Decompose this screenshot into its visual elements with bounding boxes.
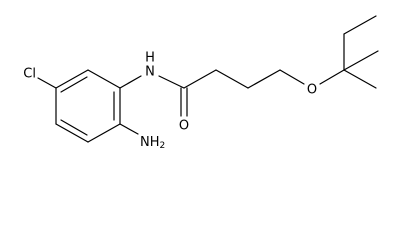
ring-bond — [87, 123, 121, 143]
amino-group-label: NH2 — [140, 135, 165, 152]
ethyl-bond — [343, 15, 377, 35]
ring-bond — [87, 69, 121, 89]
amino-nh-text: NH — [140, 135, 160, 150]
ring-bond — [55, 69, 89, 89]
chain-bond — [183, 69, 217, 89]
c-cl-bond — [37, 77, 57, 89]
atom-labels: Cl N H O O NH2 — [23, 51, 317, 152]
chain-bond — [215, 69, 249, 89]
quaternary-c-methyl-bond — [343, 50, 379, 71]
ring-double-bond-inner — [60, 119, 88, 136]
bonds — [37, 15, 379, 143]
n-c-bond — [158, 75, 185, 89]
amide-nitrogen-label: N — [145, 65, 155, 80]
carbonyl-oxygen-label: O — [179, 119, 189, 134]
o-c-bond — [319, 69, 345, 85]
ring-bond — [55, 123, 89, 143]
chemical-structure: Cl N H O O NH2 — [23, 15, 379, 152]
amide-hydrogen-label: H — [145, 51, 155, 66]
ether-oxygen-label: O — [307, 83, 317, 98]
chain-bond — [279, 69, 305, 85]
c-n-bond — [119, 75, 142, 89]
ring-double-bond-inner — [60, 76, 88, 93]
chlorine-label: Cl — [23, 67, 36, 82]
chain-bond — [247, 69, 281, 89]
amino-subscript: 2 — [160, 141, 166, 151]
quaternary-c-methyl-bond — [343, 69, 377, 89]
c-nh2-bond — [119, 123, 139, 135]
